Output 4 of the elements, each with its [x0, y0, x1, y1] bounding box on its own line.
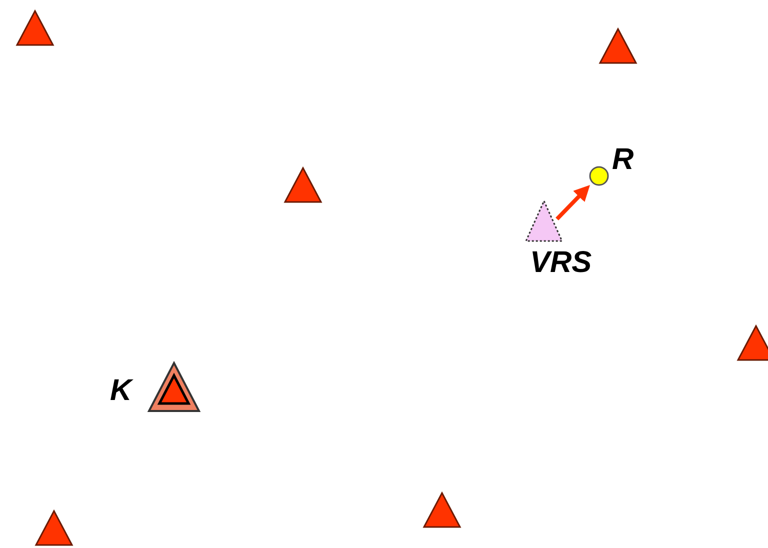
arrow	[556, 185, 590, 220]
station-label: K	[110, 376, 132, 406]
station-label: VRS	[530, 248, 592, 278]
station-label: R	[612, 145, 634, 175]
